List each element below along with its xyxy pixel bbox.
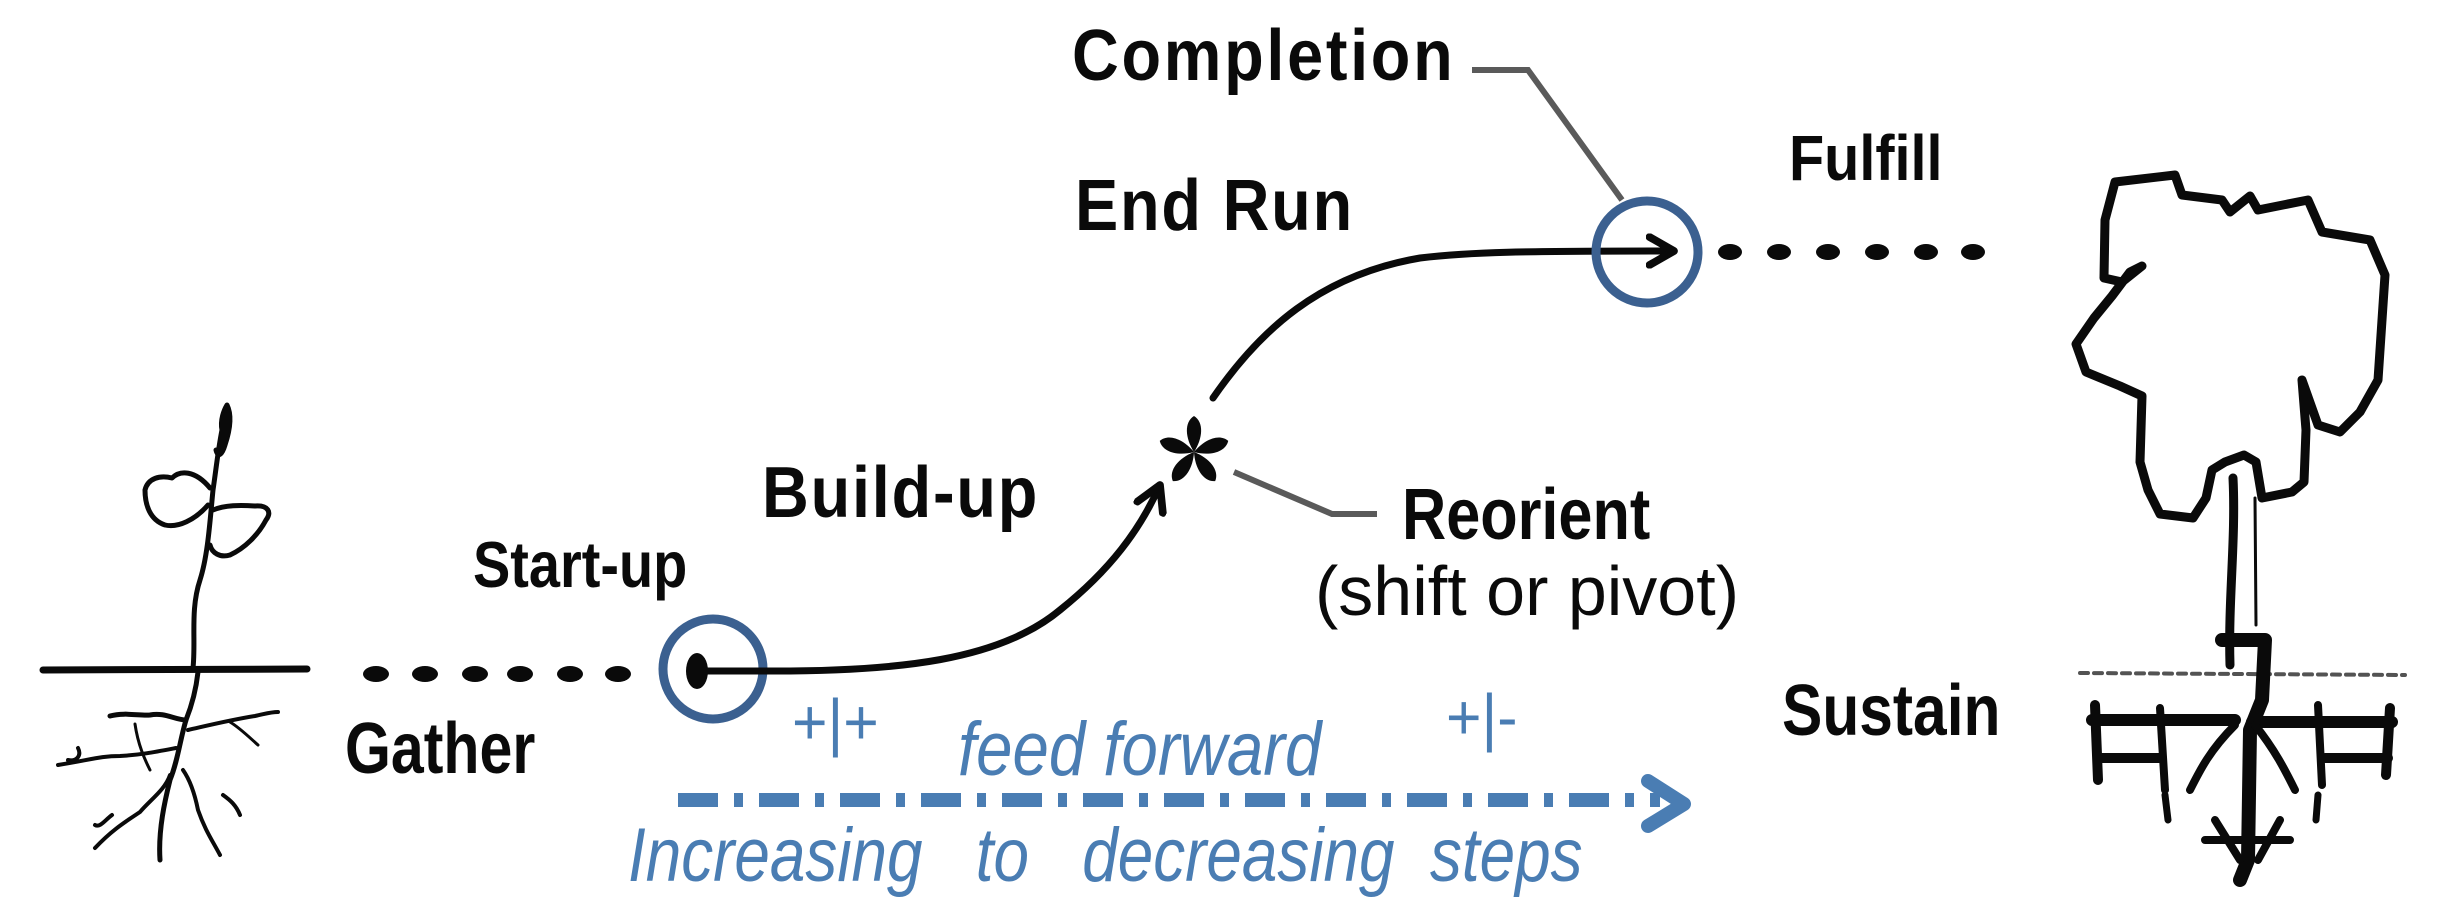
completion-node-circle — [1591, 196, 1703, 308]
label-steps-caption: Increasing to decreasing steps — [628, 813, 1583, 898]
label-sustain: Sustain — [1782, 671, 2001, 751]
end-run-curve — [1209, 251, 1674, 402]
label-feed-forward: feed forward — [958, 707, 1322, 792]
label-end-run: End Run — [1075, 166, 1354, 246]
dotted-lead-in — [363, 666, 631, 682]
label-reorient: Reorient — [1402, 475, 1651, 555]
completion-leader-line — [1472, 67, 1625, 202]
label-build-up: Build-up — [762, 453, 1040, 533]
label-completion: Completion — [1072, 16, 1456, 96]
dotted-lead-out — [1718, 244, 1985, 260]
asterisk-icon — [1157, 416, 1231, 486]
label-plus-minus: +|- — [1446, 681, 1518, 753]
label-reorient-note: (shift or pivot) — [1315, 552, 1739, 630]
build-up-curve — [696, 485, 1160, 675]
label-fulfill: Fulfill — [1789, 122, 1943, 194]
label-start-up: Start-up — [473, 528, 688, 601]
label-gather: Gather — [345, 709, 536, 789]
feed-forward-arrow — [678, 774, 1691, 833]
seedling-icon — [39, 402, 311, 863]
reorient-leader-line — [1232, 469, 1377, 517]
tree-icon — [2071, 170, 2407, 887]
label-plus-plus: +|+ — [792, 686, 879, 758]
